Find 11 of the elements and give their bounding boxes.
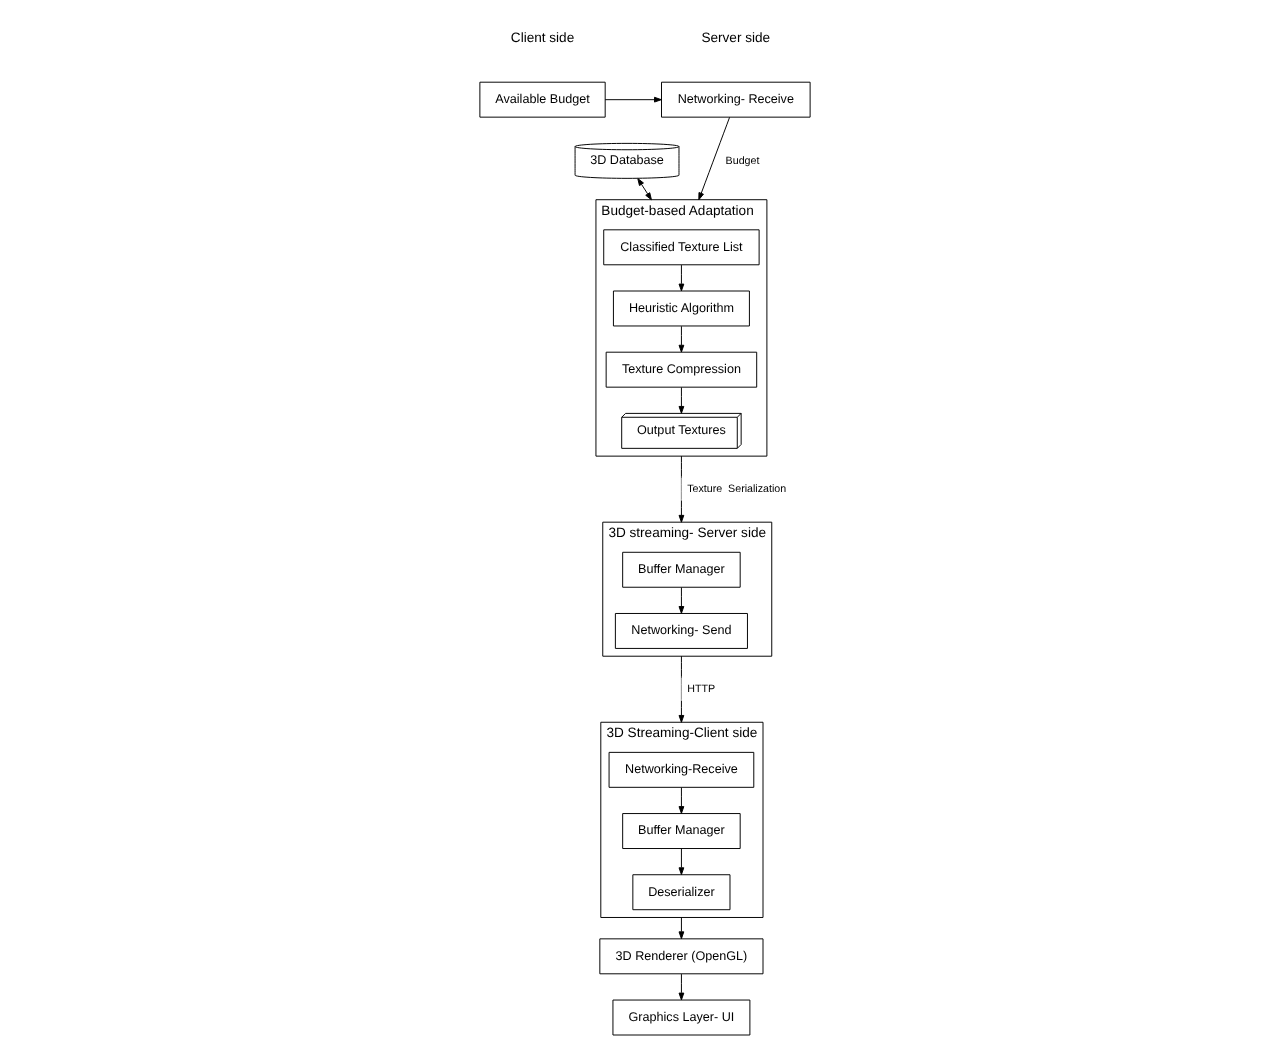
arrow: [677, 917, 684, 940]
arrow: [677, 264, 684, 292]
arrow: [677, 848, 684, 876]
arrow: [697, 116, 730, 201]
arrow: [677, 325, 684, 353]
arrow: [636, 178, 651, 201]
arrow: [677, 587, 684, 614]
arrow: [603, 96, 661, 103]
arrow: [677, 973, 684, 1001]
arrow: [677, 387, 684, 414]
arrow: [677, 787, 684, 814]
